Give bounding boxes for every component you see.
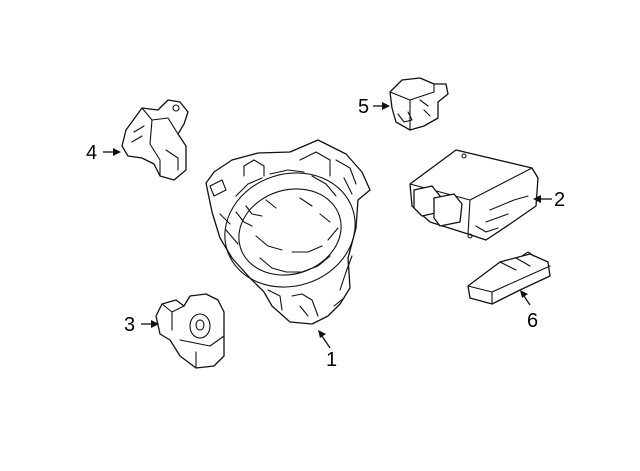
callout-5-label: 5 [358,96,369,118]
part-2-control-module[interactable] [409,149,539,241]
callout-3-leader [141,320,159,328]
callout-2-leader [533,195,552,203]
callout-4-leader [103,148,121,156]
part-4-side-sensor[interactable] [121,99,189,181]
callout-4-label: 4 [86,142,97,164]
part-5-sensor[interactable] [389,77,449,131]
callout-1-leader [318,330,331,349]
callout-1-label: 1 [326,349,337,371]
callout-6-leader [520,290,531,306]
callout-5-leader [373,102,390,110]
callout-2-label: 2 [554,189,565,211]
part-6-sensor[interactable] [467,251,551,305]
part-3-impact-sensor[interactable] [155,293,225,369]
part-1-clock-spring[interactable] [205,139,371,325]
callout-6-label: 6 [527,310,538,332]
callout-3-label: 3 [124,314,135,336]
